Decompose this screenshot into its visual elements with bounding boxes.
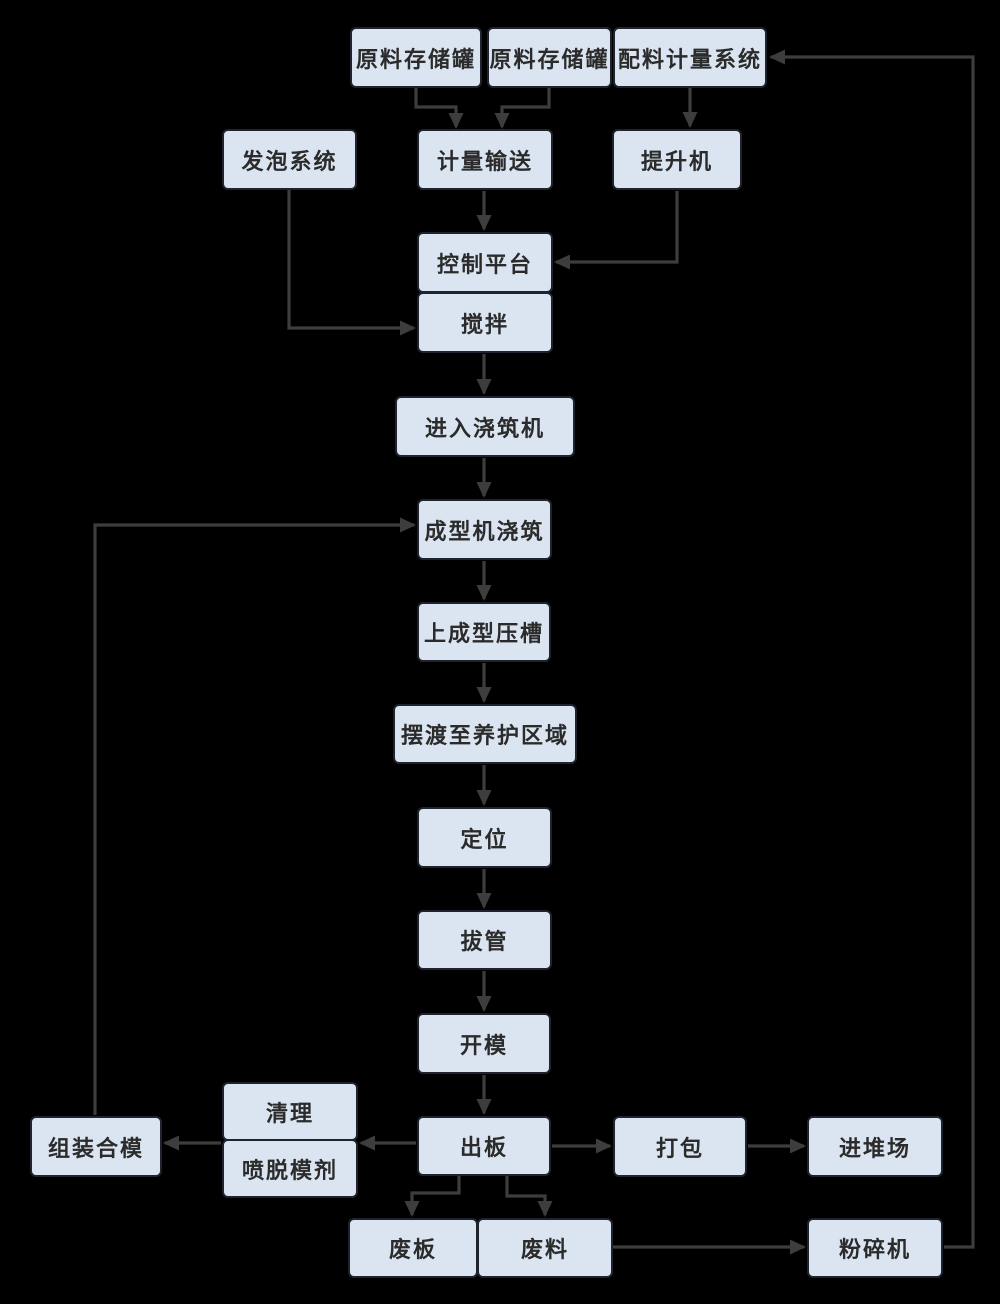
edge-boardout-wastematerial [505, 1176, 553, 1217]
node-mixing: 搅拌 [417, 292, 553, 353]
node-spray-release-agent: 喷脱模剂 [222, 1139, 358, 1198]
node-label: 配料计量系统 [617, 46, 762, 72]
node-hoist: 提升机 [612, 129, 742, 190]
node-crusher: 粉碎机 [807, 1218, 943, 1278]
node-board-out: 出板 [417, 1116, 551, 1176]
node-pipe-pulling: 拔管 [417, 910, 552, 970]
node-batching-metering-system: 配料计量系统 [613, 27, 767, 88]
node-label: 定位 [460, 826, 509, 852]
node-label: 拔管 [460, 929, 509, 954]
node-label: 进入浇筑机 [424, 415, 545, 441]
node-cleaning: 清理 [222, 1082, 358, 1141]
node-label: 提升机 [640, 148, 713, 174]
edge-tank2-metering [494, 88, 551, 129]
node-storage-yard: 进堆场 [807, 1116, 943, 1177]
node-label: 上成型压槽 [423, 621, 544, 646]
node-packing: 打包 [613, 1116, 747, 1177]
node-metering-conveying: 计量输送 [417, 129, 553, 190]
node-label: 组装合模 [47, 1135, 144, 1161]
node-ferry-to-curing-area: 摆渡至养护区域 [393, 704, 577, 764]
node-label: 原料存储罐 [489, 46, 610, 72]
node-mold-opening: 开模 [417, 1013, 551, 1074]
edge-assemble-formingpour [93, 517, 416, 1115]
edge-tank1-metering [414, 88, 464, 129]
edge-crusher-batching [769, 49, 975, 1249]
node-label: 计量输送 [436, 148, 533, 174]
node-waste-material: 废料 [477, 1218, 613, 1278]
node-forming-machine-pouring: 成型机浇筑 [417, 499, 552, 560]
node-label: 控制平台 [436, 251, 533, 277]
node-forming-press-groove: 上成型压槽 [417, 602, 551, 662]
node-label: 打包 [655, 1135, 704, 1161]
node-label: 发泡系统 [241, 148, 338, 174]
edge-foaming-mixing [287, 190, 416, 336]
node-enter-pouring-machine: 进入浇筑机 [395, 396, 575, 457]
node-label: 废料 [520, 1237, 569, 1262]
node-positioning: 定位 [417, 807, 552, 868]
node-label: 原料存储罐 [355, 46, 476, 72]
node-label: 摆渡至养护区域 [400, 723, 569, 748]
node-label: 粉碎机 [838, 1237, 911, 1262]
node-label: 开模 [459, 1032, 508, 1058]
node-raw-material-tank-1: 原料存储罐 [350, 27, 482, 88]
node-label: 废板 [388, 1237, 437, 1262]
node-label: 搅拌 [460, 311, 509, 337]
node-label: 清理 [265, 1100, 314, 1126]
node-raw-material-tank-2: 原料存储罐 [487, 27, 612, 88]
node-waste-board: 废板 [348, 1218, 478, 1278]
node-label: 喷脱模剂 [241, 1157, 338, 1183]
edge-hoist-control [554, 191, 679, 270]
node-assemble-mold-closing: 组装合模 [30, 1116, 162, 1177]
edge-boardout-wasteboard [404, 1176, 461, 1217]
node-label: 出板 [459, 1135, 508, 1160]
node-label: 进堆场 [838, 1135, 911, 1161]
node-label: 成型机浇筑 [424, 518, 545, 544]
node-foaming-system: 发泡系统 [222, 129, 357, 190]
node-control-platform: 控制平台 [417, 232, 553, 293]
